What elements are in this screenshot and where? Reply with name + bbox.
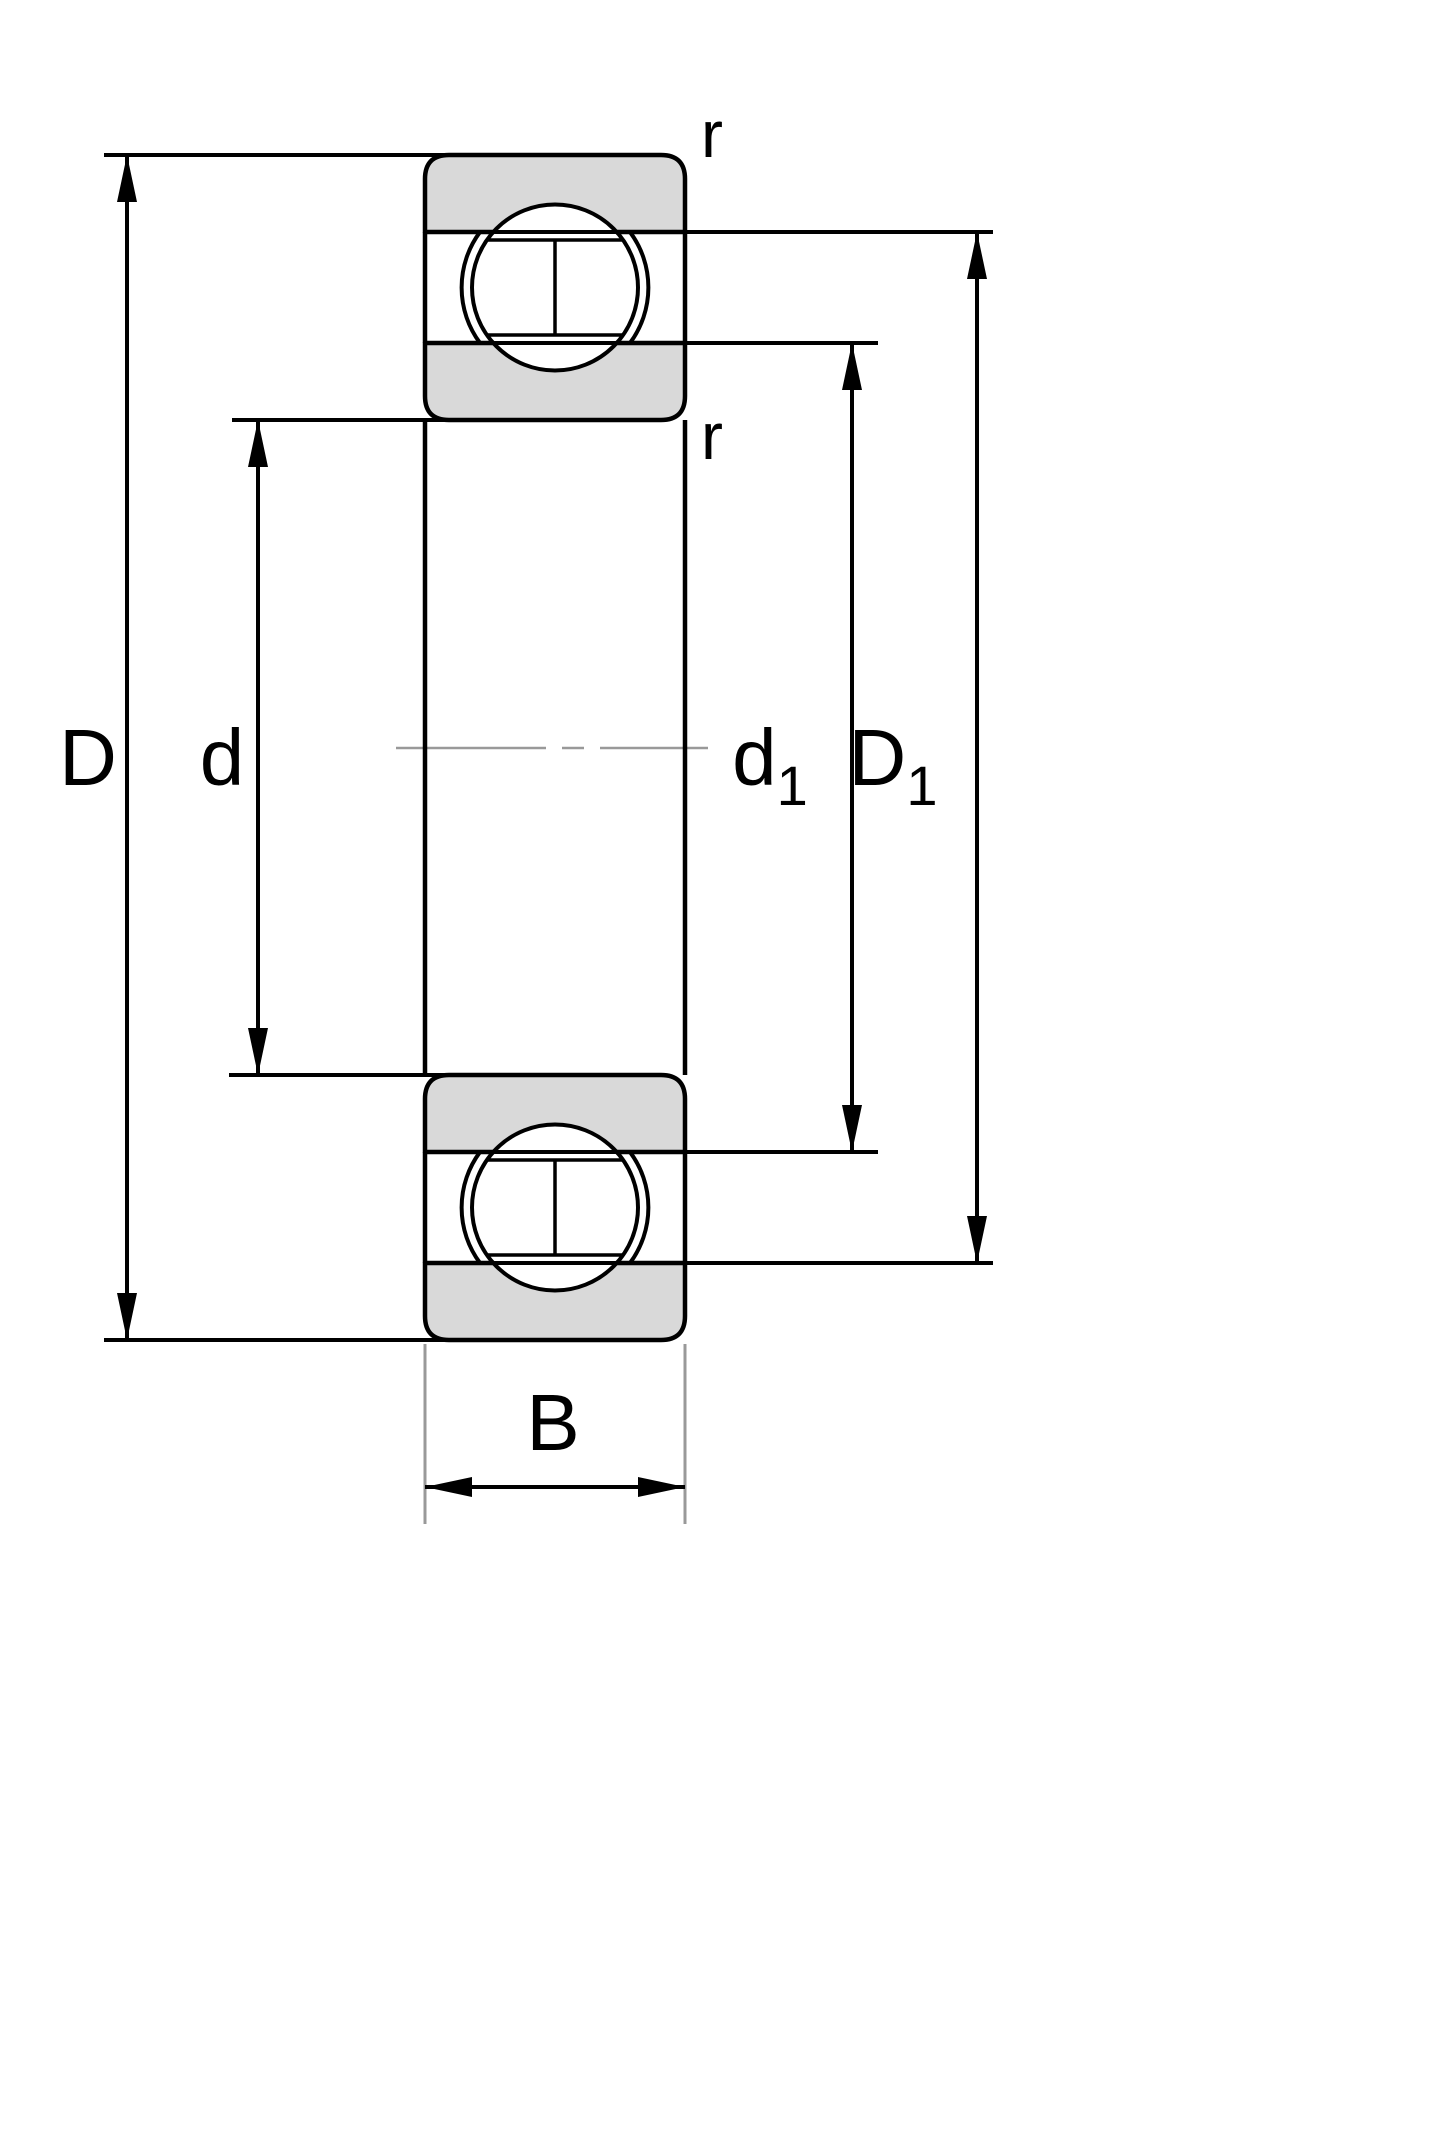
dimension-outer-ring-shoulder: D1 [685, 230, 993, 1265]
dimension-inner-ring-shoulder: d1 [685, 341, 878, 1154]
label-r-inner: r [701, 399, 723, 473]
label-d1-main: d [732, 713, 777, 802]
label-d1: d1 [732, 713, 808, 817]
raceway-groove-arc-top-left [459, 230, 482, 345]
label-d: d [200, 713, 245, 802]
dimension-bore-diameter: d [200, 418, 446, 1077]
inner-ring-section-bottom [422, 1072, 688, 1155]
raceway-groove-arc-bottom-right [628, 1150, 651, 1265]
outer-ring-section-top [422, 152, 688, 235]
raceway-groove-arc-bottom-left [459, 1150, 482, 1265]
label-D1: D1 [849, 713, 938, 817]
label-D1-main: D [849, 713, 907, 802]
bearing-body [422, 152, 688, 1343]
label-D: D [59, 713, 117, 802]
label-r-top: r [701, 97, 723, 171]
label-d1-sub: 1 [777, 754, 808, 817]
inner-ring-section-top [422, 340, 688, 423]
outer-ring-section-bottom [422, 1260, 688, 1343]
label-B: B [526, 1378, 579, 1467]
dimension-width: B [423, 1344, 687, 1524]
raceway-groove-arc-top-right [628, 230, 651, 345]
label-D1-sub: 1 [906, 754, 937, 817]
dimension-outer-diameter: D [59, 153, 447, 1342]
